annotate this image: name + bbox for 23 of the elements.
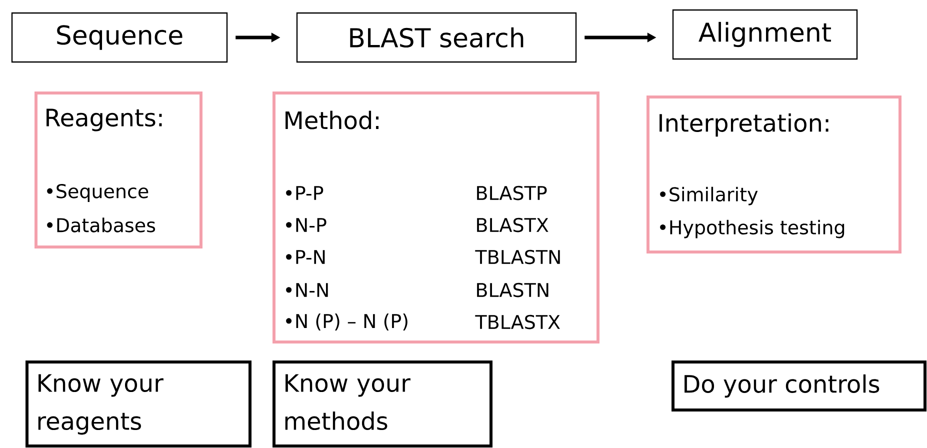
program-name: BLASTX: [477, 218, 548, 232]
program-name: TBLASTX: [475, 314, 560, 330]
step-box: Sequence: [11, 12, 228, 63]
bullet-item: •P-P: [286, 186, 324, 200]
note-text: Know your methods: [285, 374, 410, 430]
bullet-item: •Sequence: [47, 184, 148, 202]
bullet-item: •Similarity: [660, 186, 758, 206]
heading: Method:: [286, 110, 378, 130]
bullet-item: •Databases: [47, 218, 156, 232]
step-box: BLAST search: [296, 12, 577, 63]
heading: Interpretation:: [660, 113, 828, 137]
bullet-item: •Hypothesis testing: [660, 220, 844, 238]
program-name: BLASTP: [477, 186, 547, 200]
note-text: Know your reagents: [38, 374, 164, 435]
bullet-item: •N-N: [286, 283, 328, 297]
note-text: Do your controls: [684, 374, 880, 398]
bullet-item: •N (P) – N (P): [286, 314, 408, 330]
heading: Reagents:: [46, 108, 162, 132]
program-name: TBLASTN: [475, 250, 560, 264]
step-box: Alignment: [672, 9, 858, 60]
bullet-item: •P-N: [286, 250, 325, 264]
program-name: BLASTN: [477, 282, 548, 298]
bullet-item: •N-P: [286, 218, 326, 232]
